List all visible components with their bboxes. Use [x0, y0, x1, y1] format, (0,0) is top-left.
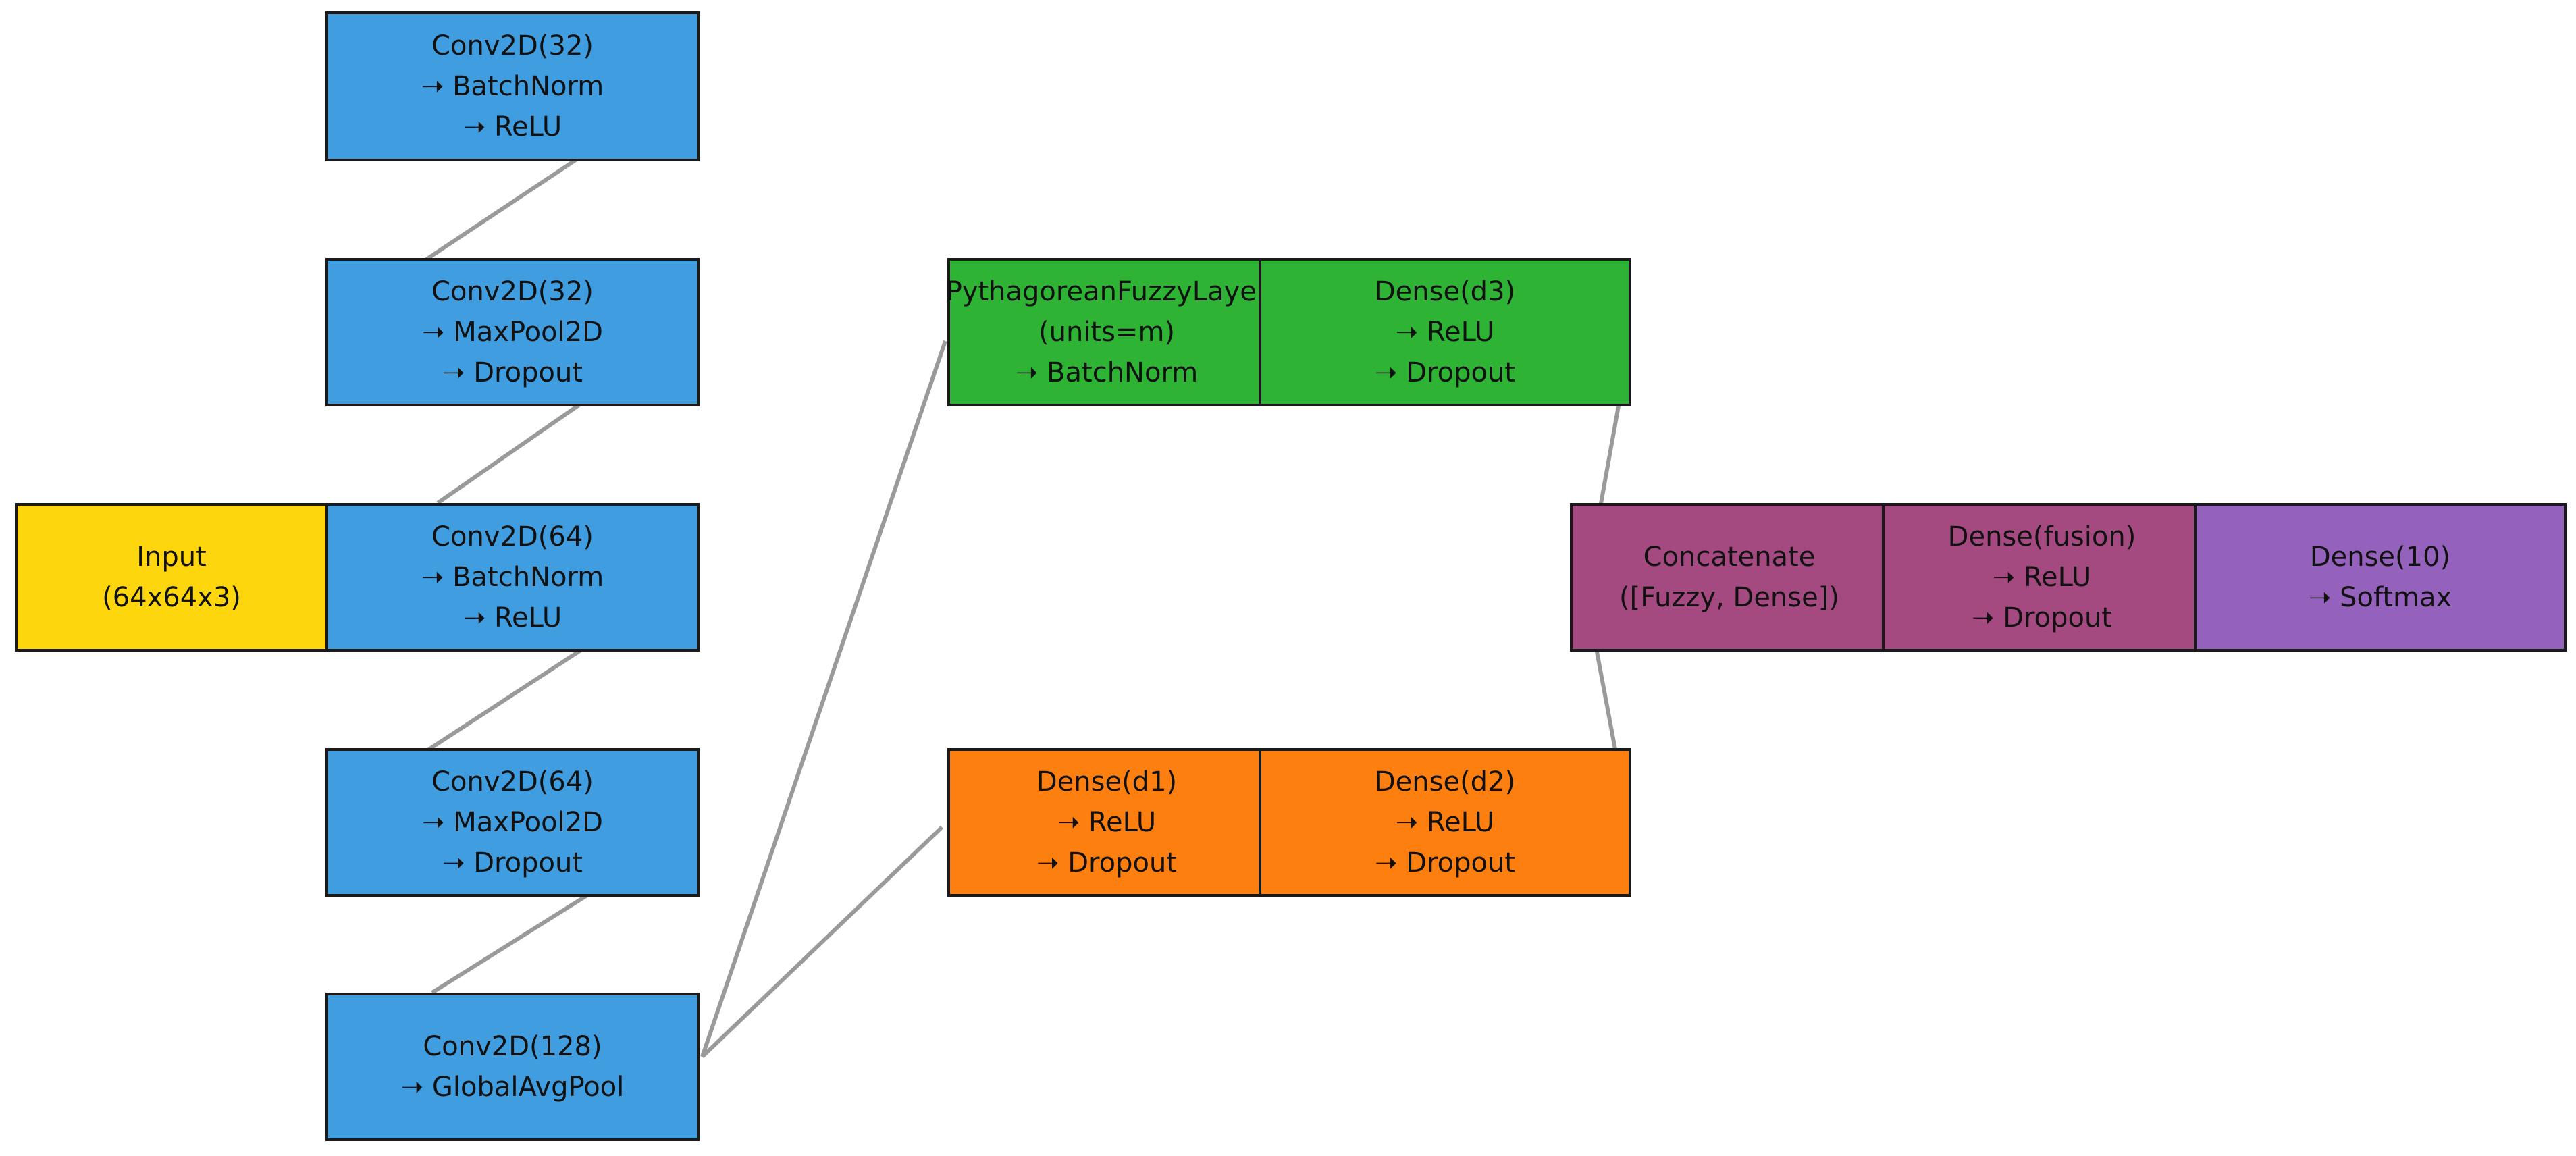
- edge-conv3-conv4: [427, 648, 582, 752]
- dense-fusion-line-1: Dense(fusion): [1947, 521, 2136, 552]
- conv-block-1-line-2: ➝ BatchNorm: [421, 71, 604, 102]
- conv-block-1: Conv2D(32) ➝ BatchNorm ➝ ReLU: [325, 11, 700, 161]
- conv-block-2-line-2: ➝ MaxPool2D: [422, 317, 603, 348]
- conv-block-5: Conv2D(128) ➝ GlobalAvgPool: [325, 993, 700, 1141]
- dense-d1-line-1: Dense(d1): [1036, 766, 1178, 797]
- dense-d2-line-2: ➝ ReLU: [1395, 807, 1495, 838]
- fuzzy-layer-line-2: (units=m): [1038, 317, 1176, 348]
- conv-block-2: Conv2D(32) ➝ MaxPool2D ➝ Dropout: [325, 258, 700, 406]
- concatenate-line-2: ([Fuzzy, Dense]): [1619, 582, 1839, 613]
- edge-conv2-conv3: [436, 402, 582, 505]
- output-node: Dense(10) ➝ Softmax: [2194, 503, 2567, 652]
- dense-fusion-line-3: ➝ Dropout: [1972, 602, 2112, 633]
- input-node-line-1: Input: [136, 542, 207, 573]
- conv-block-3: Conv2D(64) ➝ BatchNorm ➝ ReLU: [325, 503, 700, 652]
- dense-d3-line-2: ➝ ReLU: [1395, 317, 1495, 348]
- dense-d1-line-3: ➝ Dropout: [1036, 847, 1177, 878]
- concatenate-node: Concatenate ([Fuzzy, Dense]): [1570, 503, 1889, 652]
- concatenate-line-1: Concatenate: [1643, 542, 1816, 573]
- edge-conv1-conv2: [424, 155, 582, 262]
- dense-d3-line-1: Dense(d3): [1374, 276, 1516, 307]
- edge-conv5-fuzzy: [700, 340, 947, 1057]
- conv-block-5-line-1: Conv2D(128): [423, 1031, 602, 1062]
- dense-d2-node: Dense(d2) ➝ ReLU ➝ Dropout: [1259, 748, 1631, 897]
- dense-fusion-node: Dense(fusion) ➝ ReLU ➝ Dropout: [1882, 503, 2202, 652]
- conv-block-4: Conv2D(64) ➝ MaxPool2D ➝ Dropout: [325, 748, 700, 897]
- dense-d3-node: Dense(d3) ➝ ReLU ➝ Dropout: [1259, 258, 1631, 406]
- dense-d3-line-3: ➝ Dropout: [1375, 357, 1515, 388]
- output-line-2: ➝ Softmax: [2308, 582, 2452, 613]
- input-node: Input (64x64x3): [15, 503, 328, 652]
- conv-block-3-line-3: ➝ ReLU: [463, 602, 562, 633]
- conv-block-4-line-1: Conv2D(64): [431, 766, 594, 797]
- conv-block-2-line-1: Conv2D(32): [431, 276, 594, 307]
- conv-block-2-line-3: ➝ Dropout: [442, 357, 583, 388]
- input-node-line-2: (64x64x3): [102, 582, 241, 613]
- conv-block-3-line-1: Conv2D(64): [431, 521, 594, 552]
- conv-block-1-line-1: Conv2D(32): [431, 30, 594, 61]
- dense-d1-line-2: ➝ ReLU: [1057, 807, 1157, 838]
- conv-block-5-line-2: ➝ GlobalAvgPool: [400, 1072, 625, 1103]
- dense-d1-node: Dense(d1) ➝ ReLU ➝ Dropout: [947, 748, 1266, 897]
- dense-fusion-line-2: ➝ ReLU: [1992, 562, 2092, 593]
- conv-block-1-line-3: ➝ ReLU: [463, 111, 562, 142]
- fuzzy-layer-node: PythagoreanFuzzyLayer (units=m) ➝ BatchN…: [945, 258, 1268, 406]
- dense-d2-line-1: Dense(d2): [1374, 766, 1516, 797]
- conv-block-3-line-2: ➝ BatchNorm: [421, 562, 604, 593]
- conv-block-4-line-2: ➝ MaxPool2D: [422, 807, 603, 838]
- dense-d2-line-3: ➝ Dropout: [1375, 847, 1515, 878]
- fuzzy-layer-line-1: PythagoreanFuzzyLayer: [945, 276, 1268, 307]
- edge-conv5-dense-d1: [700, 825, 944, 1059]
- output-line-1: Dense(10): [2309, 542, 2451, 573]
- edge-conv4-conv5: [431, 883, 606, 995]
- conv-block-4-line-3: ➝ Dropout: [442, 847, 583, 878]
- fuzzy-layer-line-3: ➝ BatchNorm: [1015, 357, 1199, 388]
